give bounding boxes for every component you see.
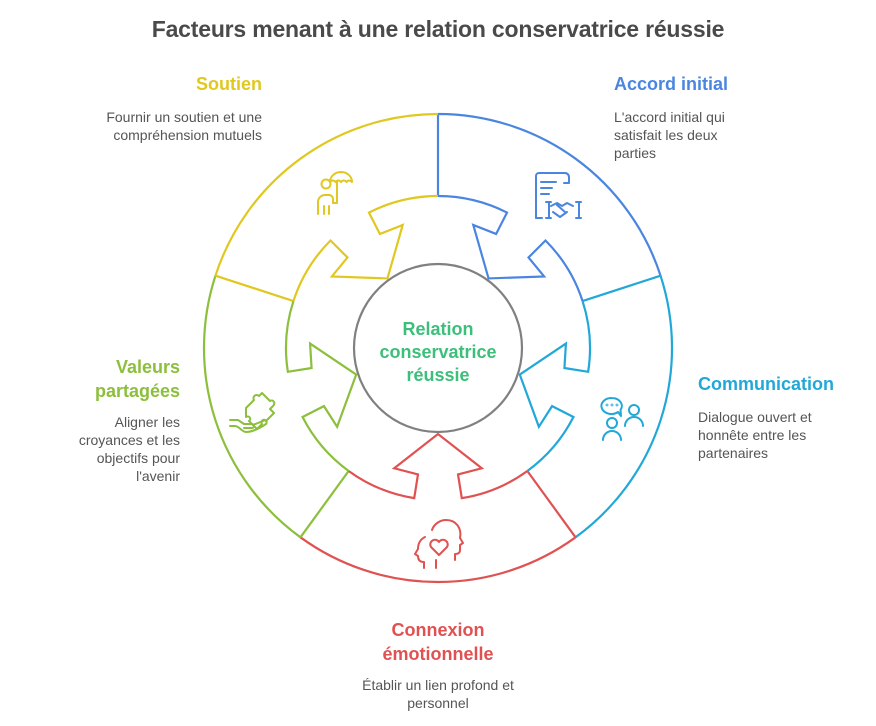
- diagram-title: Facteurs menant à une relation conservat…: [151, 16, 725, 42]
- person-umbrella-icon: [317, 171, 353, 215]
- inner-arrow-soutien: [292, 194, 439, 302]
- sector-divider-soutien: [215, 274, 294, 303]
- sector-outer-arc-soutien: [214, 112, 439, 277]
- label-soutien: Soutien Fournir un soutien et une compré…: [90, 72, 262, 144]
- segment-desc-accord: L'accord initial qui satisfait les deux …: [614, 109, 725, 161]
- outer-ring-sectors: [202, 112, 674, 584]
- inner-arrow-valeurs: [284, 300, 358, 472]
- segment-title-communication: Communication: [698, 374, 835, 394]
- label-connexion: Connexion émotionnelle Établir un lien p…: [348, 618, 528, 712]
- inner-arrow-connexion: [348, 432, 528, 500]
- hand-puzzle-icon: [229, 392, 276, 433]
- sector-divider-valeurs: [299, 470, 350, 538]
- segment-title-soutien: Soutien: [196, 74, 262, 94]
- segment-desc-connexion: Établir un lien profond et personnel: [362, 677, 514, 711]
- people-chat-icon: [600, 396, 644, 441]
- center-label: Relation conservatrice réussie: [379, 319, 497, 385]
- segment-desc-valeurs: Aligner les croyances et les objectifs p…: [78, 414, 180, 484]
- sector-outer-arc-accord: [437, 112, 662, 277]
- sector-outer-arc-communication: [574, 275, 674, 539]
- sector-outer-arc-valeurs: [202, 275, 302, 539]
- segment-desc-communication: Dialogue ouvert et honnête entre les par…: [698, 409, 812, 461]
- contract-handshake-icon: [535, 172, 582, 219]
- sector-divider-communication: [582, 274, 661, 303]
- heads-heart-icon: [414, 519, 464, 569]
- segment-title-accord: Accord initial: [614, 74, 729, 94]
- inner-arrows: [284, 194, 592, 500]
- sector-outer-arc-connexion: [299, 536, 577, 584]
- segment-title-valeurs: Valeurs partagées: [94, 357, 180, 401]
- label-valeurs: Valeurs partagées Aligner les croyances …: [70, 355, 180, 485]
- sector-divider-connexion: [526, 470, 577, 538]
- inner-arrow-accord: [437, 194, 584, 302]
- center-circle: [352, 262, 524, 434]
- segment-desc-soutien: Fournir un soutien et une compréhension …: [106, 109, 262, 143]
- label-communication: Communication Dialogue ouvert et honnête…: [698, 372, 848, 462]
- inner-arrow-communication: [518, 300, 592, 472]
- segment-title-connexion: Connexion émotionnelle: [382, 620, 494, 664]
- label-accord: Accord initial L'accord initial qui sati…: [614, 72, 754, 162]
